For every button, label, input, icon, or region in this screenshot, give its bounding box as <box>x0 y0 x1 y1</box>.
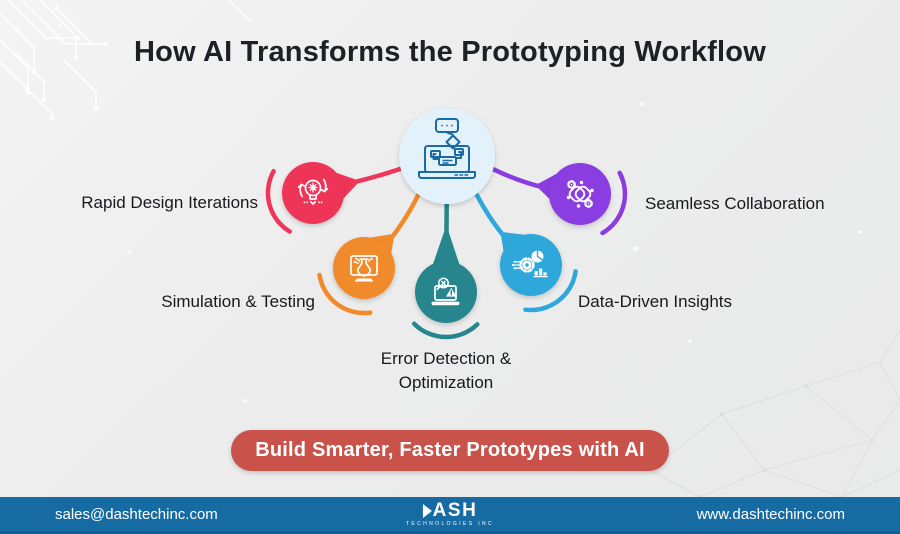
analytics-gear-pie-icon <box>511 249 548 278</box>
node-label-simulation-testing: Simulation & Testing <box>161 292 315 311</box>
node-circle-rapid-design-iterations <box>282 162 344 224</box>
collaboration-links-icon <box>566 180 594 208</box>
dash-logo-subtext: TECHNOLOGIES INC <box>405 521 495 527</box>
footer-email: sales@dashtechinc.com <box>55 505 218 523</box>
iteration-lightbulb-icon <box>297 178 329 205</box>
node-label-rapid-design-iterations: Rapid Design Iterations <box>81 193 258 212</box>
node-circle-simulation-testing <box>333 237 395 299</box>
dash-logo: ASH TECHNOLOGIES INC <box>406 501 494 527</box>
laptop-error-scan-icon <box>431 277 460 306</box>
dash-logo-text: ASH <box>432 500 478 521</box>
node-circle-seamless-collaboration <box>549 163 611 225</box>
node-label-seamless-collaboration: Seamless Collaboration <box>645 194 825 213</box>
flask-monitor-icon <box>350 255 378 282</box>
footer-bar: sales@dashtechinc.com ASH TECHNOLOGIES I… <box>0 497 900 534</box>
dash-logo-d-icon <box>422 503 432 518</box>
page-title: How AI Transforms the Prototyping Workfl… <box>134 36 766 68</box>
cta-button[interactable]: Build Smarter, Faster Prototypes with AI <box>231 430 669 471</box>
node-accent-arcs <box>265 168 628 340</box>
node-circles <box>282 162 611 323</box>
node-label-error-detection-optimization: Error Detection & Optimization <box>380 349 512 392</box>
node-label-data-driven-insights: Data-Driven Insights <box>578 292 733 311</box>
footer-website: www.dashtechinc.com <box>696 505 845 523</box>
ai-prototyping-laptop-icon <box>418 118 476 179</box>
node-circle-error-detection <box>415 261 477 323</box>
